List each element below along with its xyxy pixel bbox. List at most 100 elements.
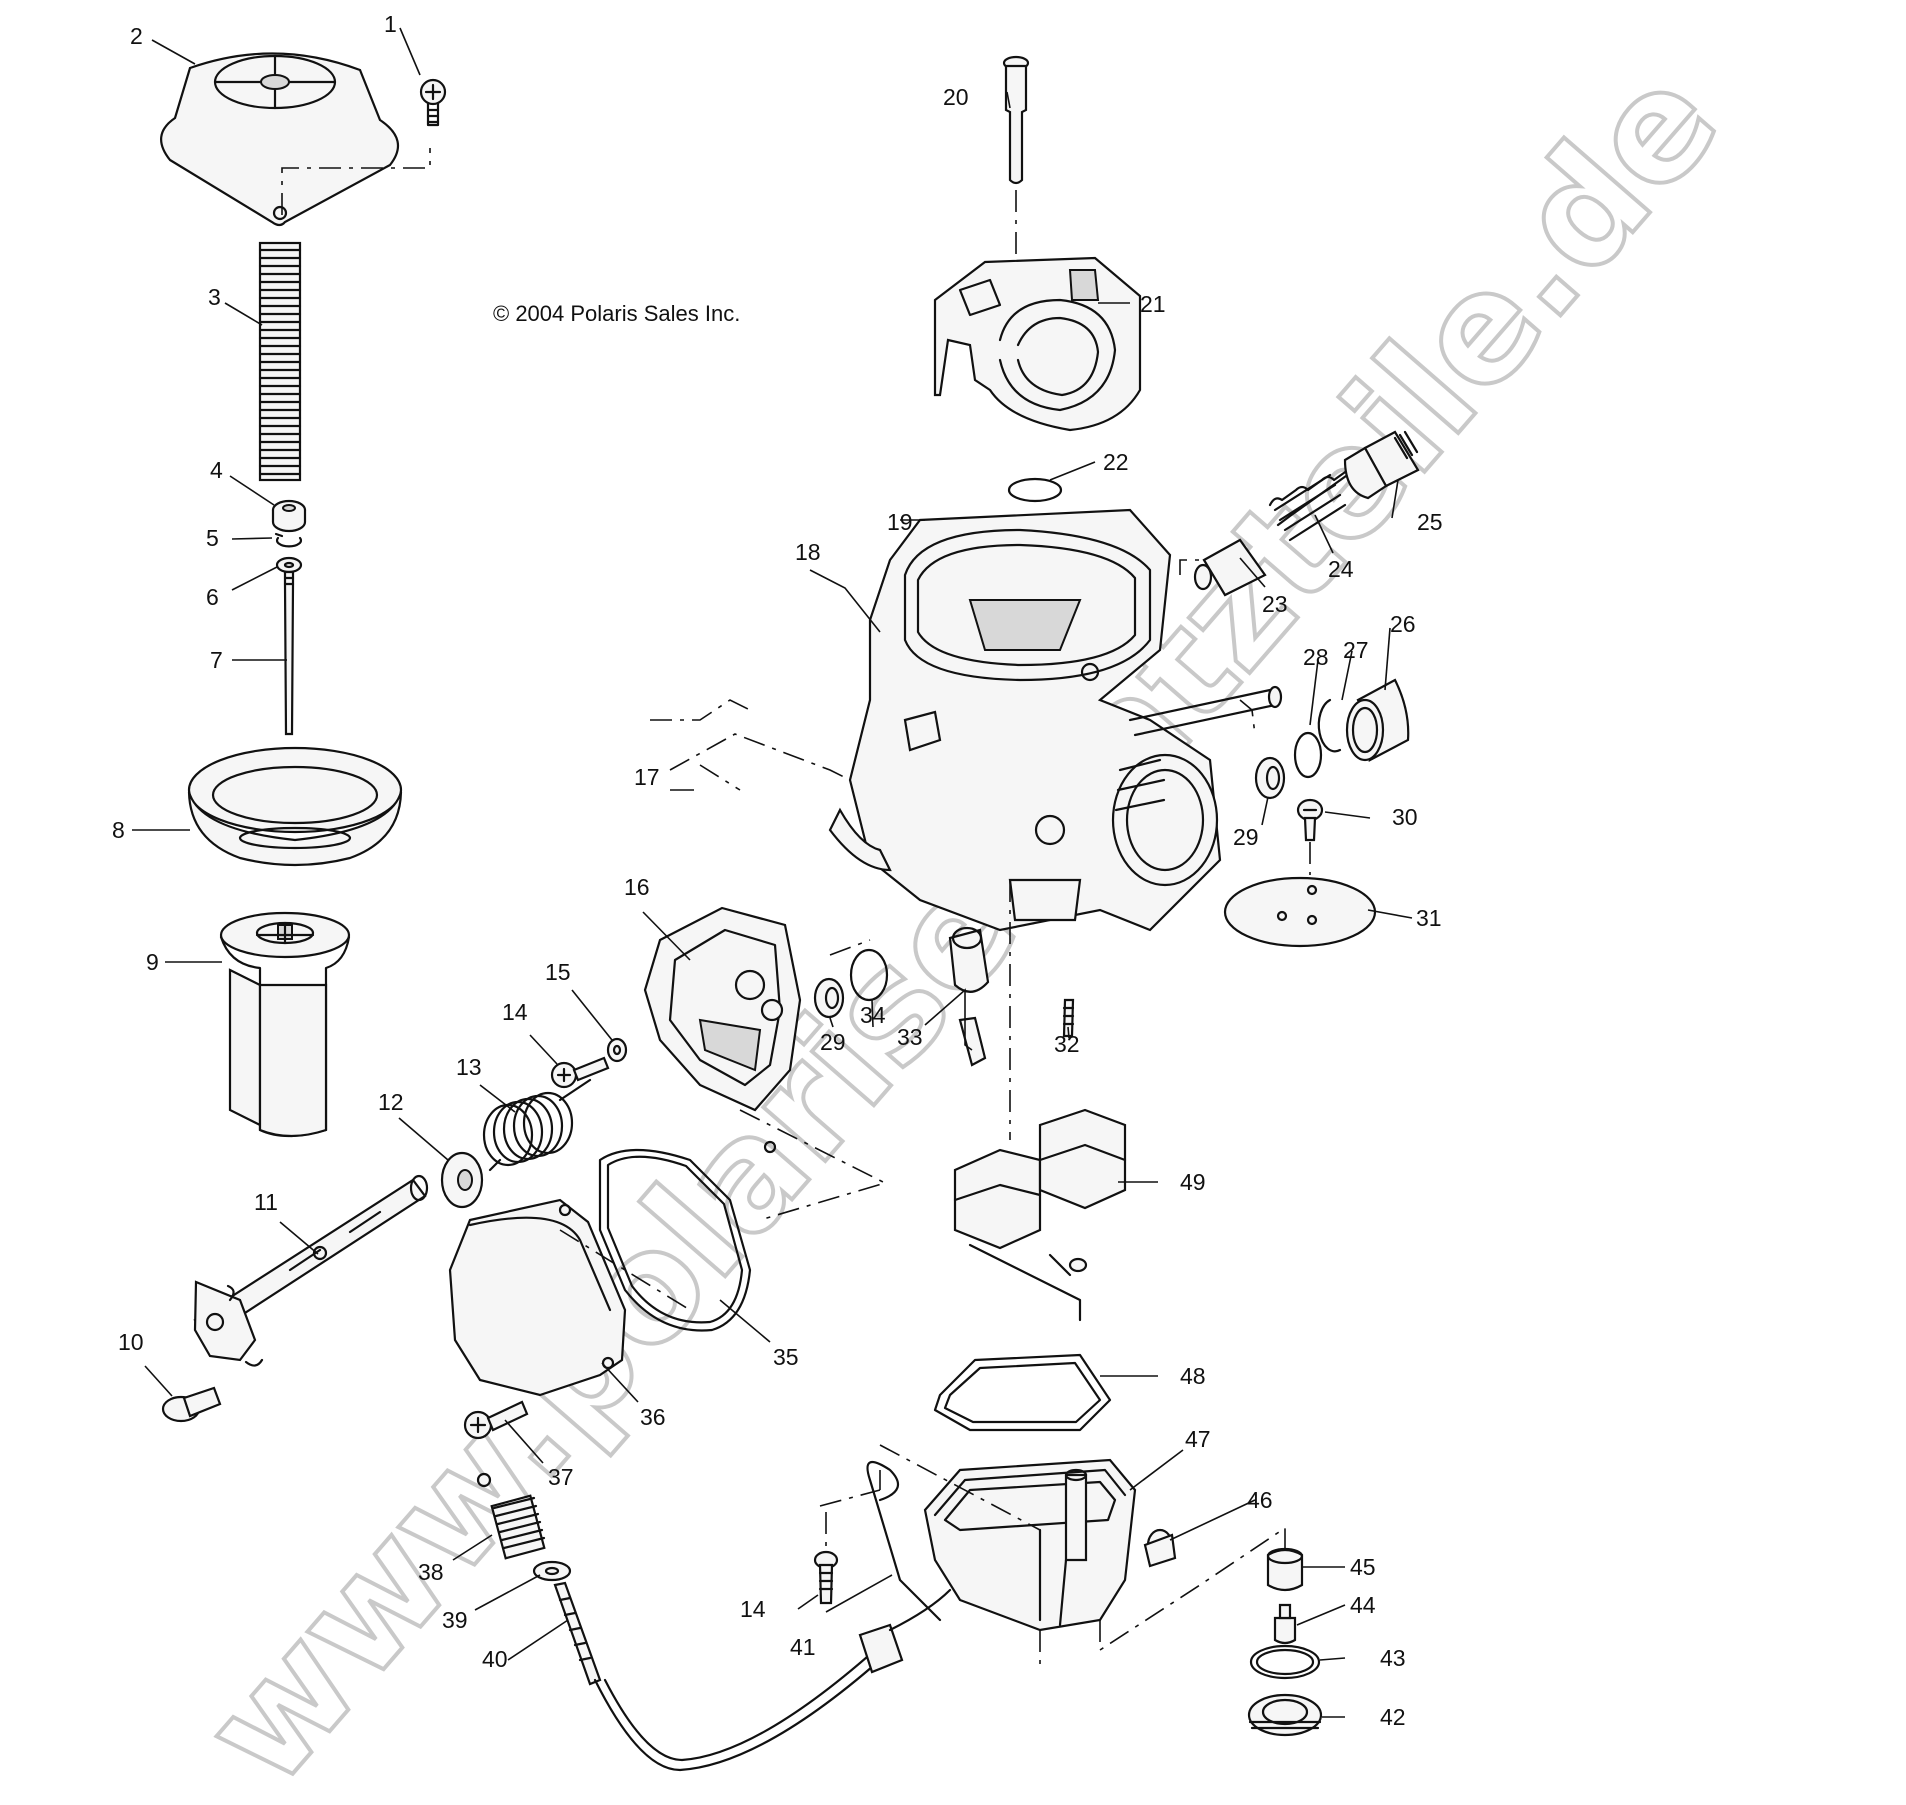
callout-17: 17 — [634, 764, 660, 790]
part-28-o-ring — [1293, 731, 1323, 779]
part-12-washer — [440, 1151, 484, 1209]
callout-33: 33 — [897, 1024, 923, 1050]
callout-9: 9 — [146, 949, 159, 975]
part-43-o-ring — [1249, 1644, 1321, 1680]
part-2-top-cap — [160, 52, 400, 227]
part-40-pilot-screw — [553, 1581, 602, 1686]
part-16-diaphragm-cover — [643, 906, 802, 1154]
part-48-gasket — [933, 1353, 1112, 1432]
callout-14-lower: 14 — [740, 1596, 766, 1622]
callout-30: 30 — [1392, 804, 1418, 830]
callout-21: 21 — [1140, 291, 1166, 317]
part-33-needle-valve — [948, 926, 990, 1067]
callout-46: 46 — [1247, 1487, 1273, 1513]
callout-27: 27 — [1343, 637, 1369, 663]
callout-28: 28 — [1303, 644, 1329, 670]
part-45-nut — [1266, 1547, 1304, 1592]
callout-4: 4 — [210, 457, 223, 483]
callout-15: 15 — [545, 959, 571, 985]
part-46-plug — [1143, 1528, 1177, 1568]
callout-24: 24 — [1328, 556, 1354, 582]
part-44-jet — [1273, 1603, 1297, 1645]
part-14-screw-upper — [550, 1056, 610, 1089]
part-41-hose — [593, 1460, 952, 1772]
callout-32: 32 — [1054, 1031, 1080, 1057]
part-29-bushing-upper — [1254, 756, 1286, 800]
part-49-float — [953, 1108, 1127, 1322]
part-11-throttle-shaft — [193, 1174, 429, 1367]
part-31-throttle-plate — [1223, 876, 1377, 948]
part-42-drain-plug — [1247, 1693, 1323, 1737]
part-13-spring — [482, 1078, 592, 1172]
callout-36: 36 — [640, 1404, 666, 1430]
part-38-spring-ball — [476, 1472, 546, 1560]
callout-41: 41 — [790, 1634, 816, 1660]
callout-49: 49 — [1180, 1169, 1206, 1195]
callout-38: 38 — [418, 1559, 444, 1585]
callout-31: 31 — [1416, 905, 1442, 931]
callout-19: 19 — [887, 509, 913, 535]
callout-45: 45 — [1350, 1554, 1376, 1580]
callout-20: 20 — [943, 84, 969, 110]
callout-2: 2 — [130, 23, 143, 49]
part-3-spring — [258, 241, 302, 482]
callout-18: 18 — [795, 539, 821, 565]
callout-34: 34 — [860, 1002, 886, 1028]
callout-22: 22 — [1103, 449, 1129, 475]
callout-39: 39 — [442, 1607, 468, 1633]
callout-40: 40 — [482, 1646, 508, 1672]
callout-3: 3 — [208, 284, 221, 310]
part-19-carburetor-body — [828, 508, 1283, 932]
part-14-screw-lower — [813, 1550, 839, 1605]
part-4-spring-seat — [271, 499, 307, 533]
callout-5: 5 — [206, 525, 219, 551]
callout-37: 37 — [548, 1464, 574, 1490]
part-20-bolt — [1002, 55, 1030, 185]
part-47-float-bowl — [923, 1458, 1137, 1632]
part-25-fitting — [1343, 430, 1420, 500]
callout-10: 10 — [118, 1329, 144, 1355]
assembly-lines — [281, 148, 1311, 1665]
part-39-washer — [532, 1560, 572, 1582]
callout-12: 12 — [378, 1089, 404, 1115]
callout-23: 23 — [1262, 591, 1288, 617]
part-37-screw — [463, 1400, 529, 1440]
callout-13: 13 — [456, 1054, 482, 1080]
part-7-jet-needle — [283, 570, 295, 736]
callout-44: 44 — [1350, 1592, 1376, 1618]
callouts: 1 2 3 4 5 6 7 8 9 10 11 12 13 14 15 16 1… — [112, 11, 1443, 1730]
callout-43: 43 — [1380, 1645, 1406, 1671]
callout-29-upper: 29 — [1233, 824, 1259, 850]
callout-11: 11 — [254, 1189, 278, 1215]
part-9-throttle-piston — [219, 911, 351, 1138]
callout-14-upper: 14 — [502, 999, 528, 1025]
part-32-screw — [1062, 998, 1075, 1038]
part-8-diaphragm — [187, 746, 403, 867]
callout-25: 25 — [1417, 509, 1443, 535]
callout-6: 6 — [206, 584, 219, 610]
copyright-text: © 2004 Polaris Sales Inc. — [493, 301, 740, 326]
part-30-screw — [1296, 798, 1324, 842]
part-29-bushing-lower — [813, 977, 845, 1019]
part-5-clip — [274, 532, 303, 548]
callout-42: 42 — [1380, 1704, 1406, 1730]
part-10-pin — [161, 1386, 222, 1423]
callout-35: 35 — [773, 1344, 799, 1370]
part-1-screw — [419, 78, 447, 127]
callout-47: 47 — [1185, 1426, 1211, 1452]
part-22-o-ring — [1007, 477, 1063, 503]
part-15-washer — [606, 1037, 628, 1063]
part-34-o-ring — [849, 948, 889, 1002]
part-6-washer — [275, 556, 303, 574]
part-24-spring — [1268, 468, 1350, 542]
callout-7: 7 — [210, 647, 223, 673]
leader-lines — [132, 27, 1413, 1718]
part-23-plunger — [1193, 538, 1267, 597]
callout-48: 48 — [1180, 1363, 1206, 1389]
part-27-clip — [1317, 698, 1342, 753]
callout-8: 8 — [112, 817, 125, 843]
callout-29-lower: 29 — [820, 1029, 846, 1055]
callout-16: 16 — [624, 874, 650, 900]
part-21-throttle-bracket — [933, 256, 1142, 432]
